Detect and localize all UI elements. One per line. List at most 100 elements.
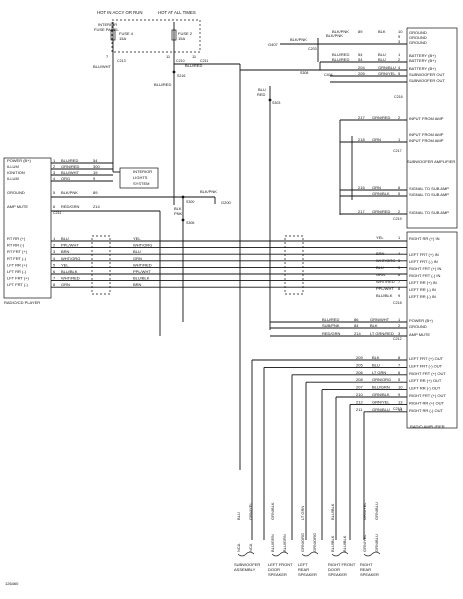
spk-color-label: BLU [61,236,69,241]
ra-in-color-label: GRN [376,272,385,277]
ra-in-func-label: RIGHT RR (+) IN [409,236,440,241]
rp-circuit-label: 9 [93,176,96,181]
spk-pin-label: 1 [53,236,56,241]
ra-pwr-func-label: GROUND [409,324,427,329]
spk-func-label: LFT RR (-) [7,269,27,274]
rp-color-label: BLU/RED [61,158,78,163]
spk-right-label: GRN [133,256,142,261]
c218-label: C218 [393,301,402,305]
speaker-wire-label: GRN/YEL [362,502,367,520]
spk-func-label: RT RR (+) [7,236,26,241]
ra-out-pin-label: 211 [356,407,363,412]
s300-label: S300 [186,200,194,204]
fuse2-label-1: FUSE 2 [178,31,193,36]
spk-pin-label: 5 [53,262,56,267]
gb-term-label: 9 [398,34,401,39]
ra-out-term-label: 10 [398,385,403,390]
gb-color-label: BLU [378,57,386,62]
speaker-wire-label: GRN/YEL [248,502,253,520]
rp-pin-label: 3 [53,170,56,175]
rp-pin-label: 5 [53,190,56,195]
c211-power-label: C211 [53,211,61,215]
pin11a-label: 11 [166,54,171,59]
spk-right-label: YEL [133,236,141,241]
radio-amp-box [406,231,458,429]
speaker-name-label: ASSEMBLY [234,567,256,572]
spk-color-label: WHT/ORG [61,256,80,261]
ra-out-pin-label: 206 [356,370,363,375]
speaker-conn-label: GRN/ORG [312,533,317,552]
spk-func-label: LFT RR (+) [7,262,28,267]
gb-pin-label: 204 [358,65,365,70]
ra-in-term-label: 4 [398,251,401,256]
ra-in-term-label: 6 [398,272,401,277]
fuse2-label-2: 15A [178,36,185,41]
speaker-name-label: REAR [298,567,309,572]
spk-pin-label: 8 [53,282,56,287]
rp-func-label: IGNITION [7,170,25,175]
ra-pwr-color-label: LT GRN/RED [370,331,394,336]
ra-pwr-color-label: BLK [370,323,378,328]
gb-func-label: SUBWOOFER OUT [409,72,445,77]
subwoofer-amp-box [406,27,458,229]
sa-color-label: GRN [372,137,381,142]
ra-in-term-label: 9 [398,293,401,298]
ra-out-term-label: 14 [398,407,403,412]
ra-out-func-label: RIGHT RR (+) OUT [409,400,444,405]
c212-label: C212 [393,337,402,341]
rp-func-label: POWER (B+) [7,158,32,163]
ra-pwr-term-label: 2 [398,323,401,328]
speaker-symbol [271,551,289,557]
ra-out-color-label: GRN/BLU [372,407,390,412]
spk-func-label: LFT FRT (+) [7,276,30,281]
gb-color-label: GRN/BLU [378,65,396,70]
speaker-name-label: SPEAKER [268,572,287,577]
gb-term-label: 4 [398,65,401,70]
ra-pwr-wire-label: SUB/PNK [322,323,340,328]
wire-blkpnk-g200-label: BLK/PNK [200,189,217,194]
ra-out-color-label: LT GRN [372,370,386,375]
gb-term-label: 5 [398,71,401,76]
hot-all-label: HOT AT ALL TIMES [158,10,196,15]
gb-pin-label: 54 [358,57,363,62]
fuse-panel-box [111,19,201,53]
sub-amp-title: SUBWOOFER AMPLIFIER [407,159,455,164]
speaker-name-label: DOOR [328,567,340,572]
sig-term-label: 5 [398,191,401,196]
c213-bottom-label: C213 [393,407,402,411]
speaker-wire-label: BLU [236,512,241,520]
sa-pin-label: 217 [358,115,365,120]
wire-blured-label-2: BLU/RED [154,82,171,87]
rp-func-label: AMP MUTE [7,204,28,209]
blu-red-label-2: RED [257,92,266,97]
radio-amp-title: RADIO AMPLIFIER [410,424,445,429]
spk-color-label: BRN [61,249,70,254]
ra-out-pin-label: 207 [356,385,363,390]
spk-pin-label: 7 [53,276,56,281]
sa-func-label: INPUT FROM AMP [409,132,444,137]
g407-label: G407 [268,42,279,47]
sig-func-label: SIGNAL TO SUB AMP [409,186,449,191]
gb-term-label: 10 [398,29,403,34]
ra-out-pin-label: 212 [356,399,363,404]
s306-label: S306 [186,221,194,225]
spk-right-label: WHT/RED [133,262,152,267]
s308-label: S308 [300,71,308,75]
ra-in-func-label: LEFT RR (-) IN [409,287,436,292]
spk-func-label: RT FRT (-) [7,256,27,261]
speaker-conn-label: GRN/YEL [362,534,367,552]
c219-label: C219 [393,217,402,221]
gb-term-label: 3 [398,39,401,44]
rp-pin-label: 2 [53,164,56,169]
gb-func-label: SUBWOOFER OUT [409,78,445,83]
ra-in-term-label: 1 [398,235,401,240]
rp-circuit-label: 54 [93,158,98,163]
gb-func-label: GROUND [409,35,427,40]
ra-out-color-label: BLU [372,362,380,367]
speaker-name-label: SPEAKER [328,572,347,577]
